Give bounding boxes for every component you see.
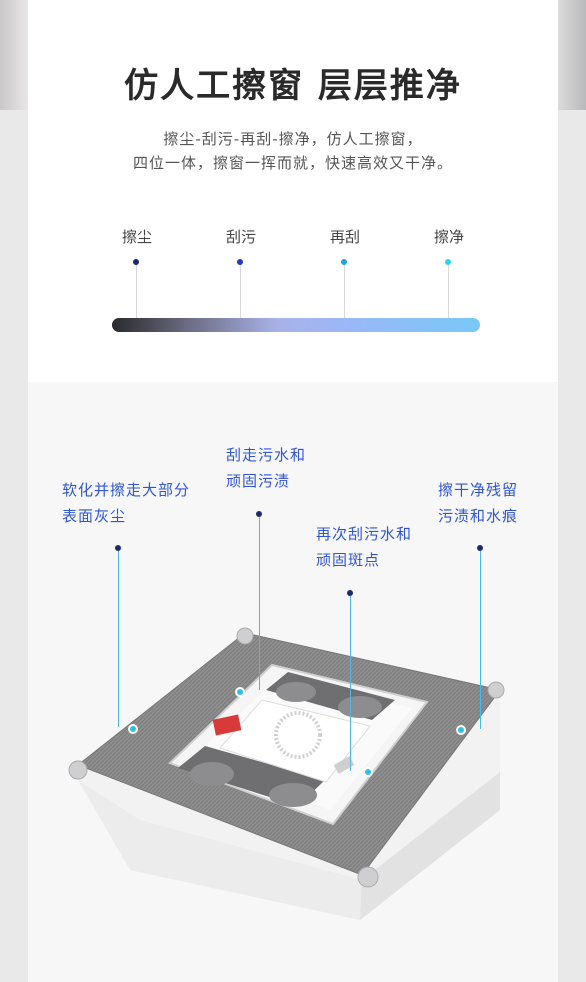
callout-dust-anchor	[115, 545, 121, 551]
step-dot-2	[237, 259, 243, 265]
callout-scrape-tip	[237, 689, 243, 695]
step-line-2	[240, 264, 241, 318]
callout-scrape-leader	[259, 517, 260, 690]
callout-dust-leader	[118, 551, 119, 727]
callout-scrape-line-2: 顽固污渍	[226, 472, 291, 490]
callout-dust-tip	[130, 726, 136, 732]
callout-scrape: 刮走污水和 顽固污渍	[226, 442, 306, 494]
step-line-1	[136, 264, 137, 318]
step-label-1: 擦尘	[121, 228, 152, 246]
callout-dry-line-1: 擦干净残留	[438, 481, 519, 499]
step-label-2: 刮污	[225, 228, 256, 246]
callout-scrape-anchor	[256, 511, 262, 517]
step-dot-3	[341, 259, 347, 265]
callout-rescrape-leader	[350, 596, 351, 771]
callout-rescrape-line-1: 再次刮污水和	[316, 525, 413, 543]
callout-rescrape-line-2: 顽固斑点	[316, 551, 381, 569]
step-label-3: 再刮	[329, 228, 360, 246]
background-photo-edge-right	[556, 0, 586, 110]
callout-dry-anchor	[477, 545, 483, 551]
callout-dust-line-1: 软化并擦走大部分	[62, 481, 191, 499]
callout-dust: 软化并擦走大部分 表面灰尘	[62, 477, 190, 529]
step-line-3	[344, 264, 345, 318]
step-dot-1	[133, 259, 139, 265]
gradient-progress-bar	[112, 318, 480, 332]
step-line-4	[448, 264, 449, 318]
callout-dry-leader	[480, 551, 481, 729]
callout-rescrape-anchor	[347, 590, 353, 596]
background-photo-edge-left	[0, 0, 28, 110]
callout-dust-line-2: 表面灰尘	[62, 507, 127, 525]
step-label-4: 擦净	[433, 228, 464, 246]
callout-rescrape-tip	[365, 769, 371, 775]
callout-dry-line-2: 污渍和水痕	[438, 507, 519, 525]
subtitle-line-2: 四位一体，擦窗一挥而就，快速高效又干净。	[132, 154, 453, 172]
callout-scrape-line-1: 刮走污水和	[226, 446, 307, 464]
subtitle-line-1: 擦尘-刮污-再刮-擦净，仿人工擦窗，	[163, 130, 423, 148]
callout-rescrape: 再次刮污水和 顽固斑点	[316, 521, 412, 573]
step-dot-4	[445, 259, 451, 265]
page-title: 仿人工擦窗 层层推净	[124, 66, 462, 106]
callout-dry-tip	[458, 727, 464, 733]
callout-dry: 擦干净残留 污渍和水痕	[438, 477, 518, 529]
